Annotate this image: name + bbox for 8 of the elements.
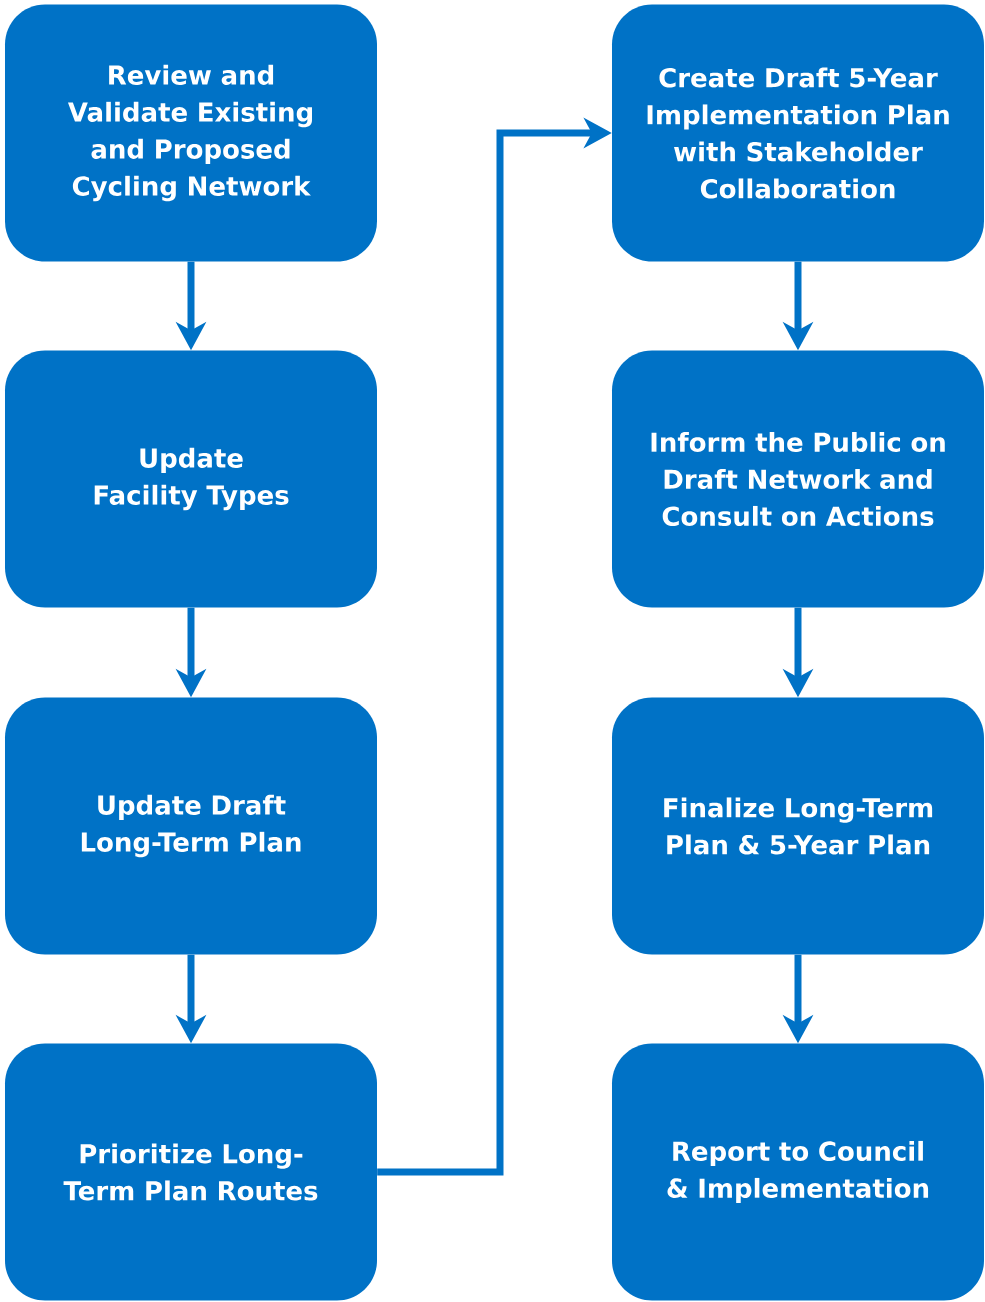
process-box: Finalize Long-Term Plan & 5-Year Plan xyxy=(612,697,984,955)
process-box: Prioritize Long-Term Plan Routes xyxy=(5,1043,377,1301)
process-box: Report to Council & Implementation xyxy=(612,1043,984,1301)
process-box: Create Draft 5-Year Implementation Plan with Stakeholder Collaboration xyxy=(612,4,984,262)
process-box: Update Facility Types xyxy=(5,350,377,608)
process-box: Review and Validate Existing and Proposed Cycling Network xyxy=(5,4,377,262)
process-box: Update Draft Long-Term Plan xyxy=(5,697,377,955)
process-box: Inform the Public on Draft Network and Consult on Actions xyxy=(612,350,984,608)
